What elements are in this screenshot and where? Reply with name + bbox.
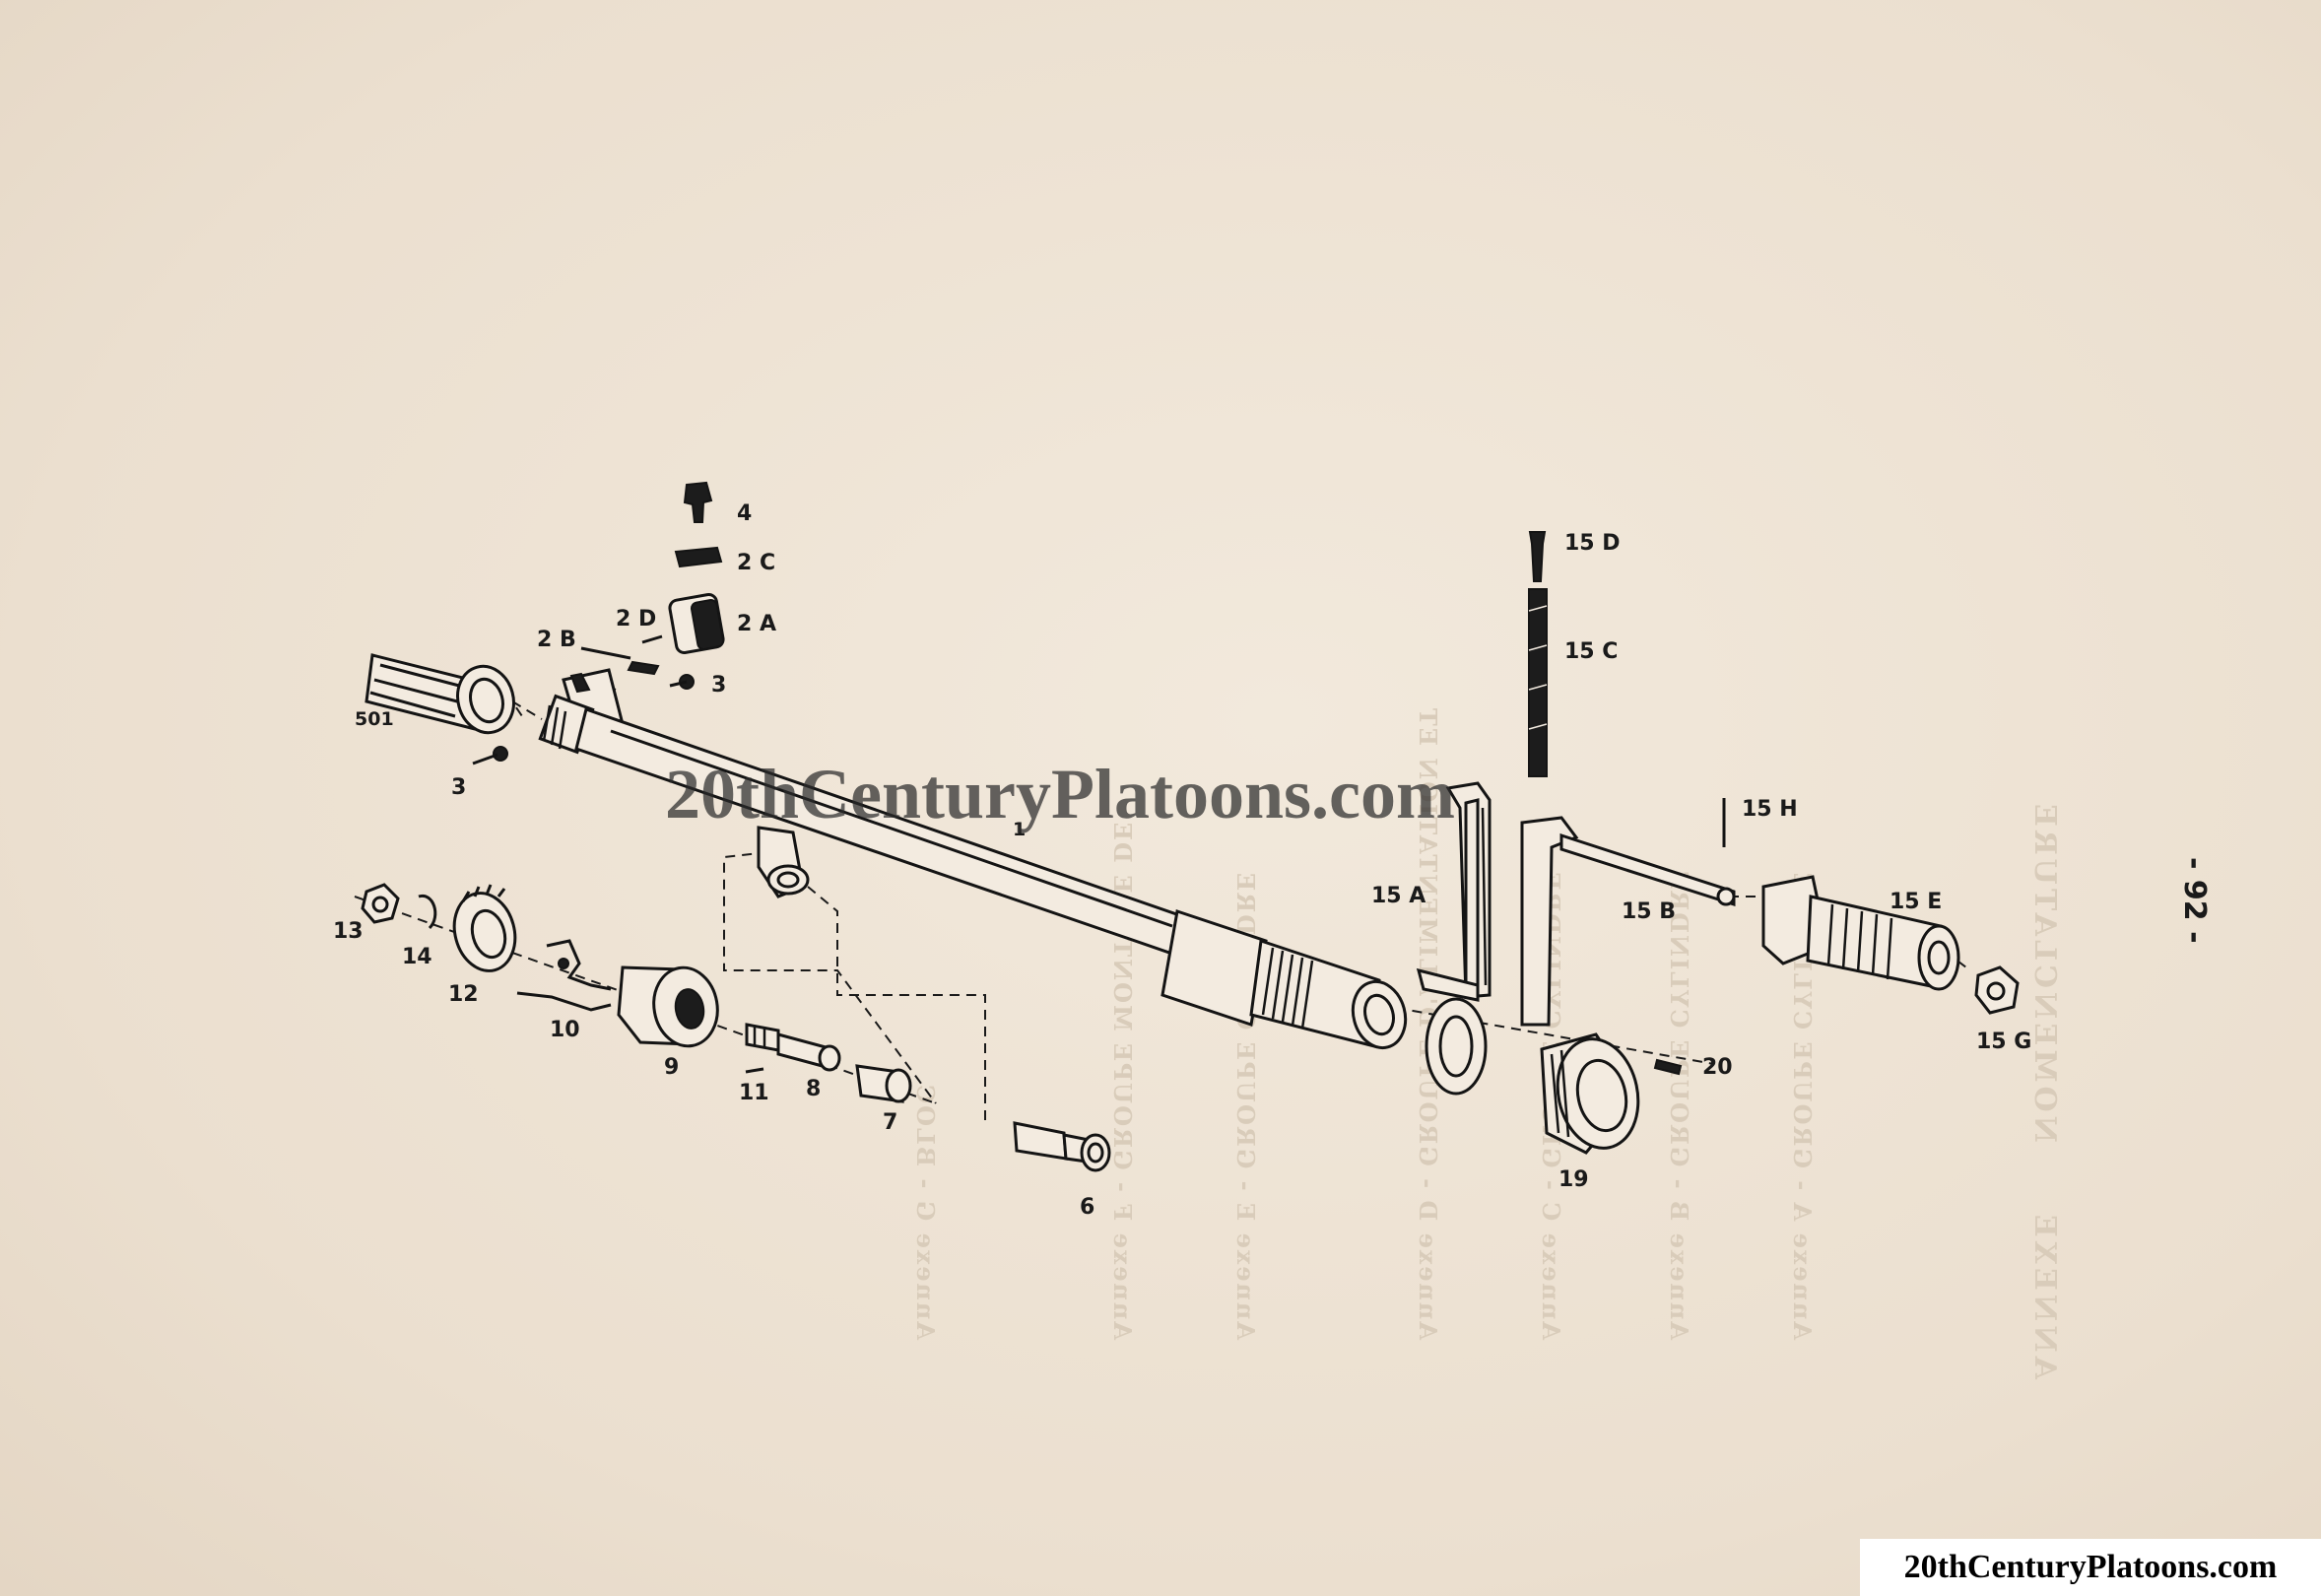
label-19: 19: [1558, 1167, 1589, 1192]
part-11-drawing: [745, 1067, 764, 1074]
ghost-annexe: ANNEXE: [2027, 1211, 2062, 1380]
part-15a-drawing: [1416, 781, 1492, 1096]
part-19-drawing: [1540, 1032, 1640, 1155]
label-2b: 2 B: [537, 628, 576, 652]
label-2a: 2 A: [737, 612, 776, 636]
part-15e-drawing: [1761, 875, 1960, 991]
part-15g-drawing: [1974, 965, 2020, 1015]
label-12: 12: [448, 982, 479, 1007]
part-9-drawing: [617, 965, 719, 1048]
label-10: 10: [550, 1018, 580, 1042]
part-20-drawing: [1653, 1058, 1683, 1076]
part-7-drawing: [855, 1064, 912, 1103]
part-2c-drawing: [674, 546, 723, 568]
part-6-drawing: [1013, 1121, 1111, 1172]
label-15d: 15 D: [1564, 531, 1621, 556]
label-15g: 15 G: [1976, 1030, 2031, 1054]
part-12-drawing: [452, 884, 517, 972]
part-labels: 4 2 C 2 A 2 D 2 B 3 3 501 1 13 14 12 10 …: [333, 501, 2031, 1220]
label-14: 14: [402, 945, 432, 969]
ghost-nomenclature: NOMENCLATURE: [2027, 800, 2062, 1143]
label-6: 6: [1080, 1195, 1094, 1220]
part-10-drawing: [516, 939, 612, 1012]
part-3-lower-drawing: [472, 746, 508, 765]
footer-watermark-bar: 20thCenturyPlatoons.com: [1860, 1539, 2321, 1596]
label-20: 20: [1702, 1055, 1733, 1080]
label-9: 9: [664, 1055, 679, 1080]
part-8-drawing: [745, 1023, 841, 1072]
label-3-upper: 3: [711, 673, 726, 698]
part-15d-drawing: [1528, 531, 1547, 582]
part-14-drawing: [418, 894, 437, 930]
label-15e: 15 E: [1890, 890, 1942, 914]
part-15b-drawing: [1520, 816, 1736, 1027]
label-11: 11: [739, 1081, 769, 1105]
part-2a-drawing: [668, 593, 725, 654]
page-number: - 92 -: [2177, 857, 2212, 944]
label-1: 1: [1013, 819, 1026, 840]
label-15h: 15 H: [1742, 797, 1798, 822]
label-8: 8: [806, 1077, 821, 1101]
ghost-annexe-b: Annexe B - GROUPE CYLINDRE: [1665, 869, 1693, 1341]
label-15b: 15 B: [1622, 899, 1676, 924]
label-7: 7: [883, 1110, 897, 1135]
label-501: 501: [355, 708, 394, 730]
label-4: 4: [737, 501, 752, 526]
part-15c-drawing: [1528, 588, 1548, 777]
watermark-text: 20thCenturyPlatoons.com: [665, 755, 1455, 833]
part-501-drawing: [365, 653, 515, 735]
part-3-upper-drawing: [669, 674, 695, 690]
label-15a: 15 A: [1371, 884, 1426, 908]
part-2b-drawing: [580, 646, 660, 676]
label-13: 13: [333, 919, 364, 944]
part-4-drawing: [683, 481, 713, 523]
label-15c: 15 C: [1564, 639, 1618, 664]
part-1-barrel-drawing: [538, 668, 1408, 1050]
ghost-annexe-g: Annexe G - BLOC: [911, 1083, 940, 1341]
footer-watermark-text: 20thCenturyPlatoons.com: [1903, 1549, 2278, 1585]
label-2c: 2 C: [737, 551, 775, 575]
part-2d-drawing: [641, 634, 663, 644]
label-2d: 2 D: [616, 607, 656, 632]
label-3-lower: 3: [451, 775, 466, 800]
part-13-drawing: [361, 883, 400, 924]
